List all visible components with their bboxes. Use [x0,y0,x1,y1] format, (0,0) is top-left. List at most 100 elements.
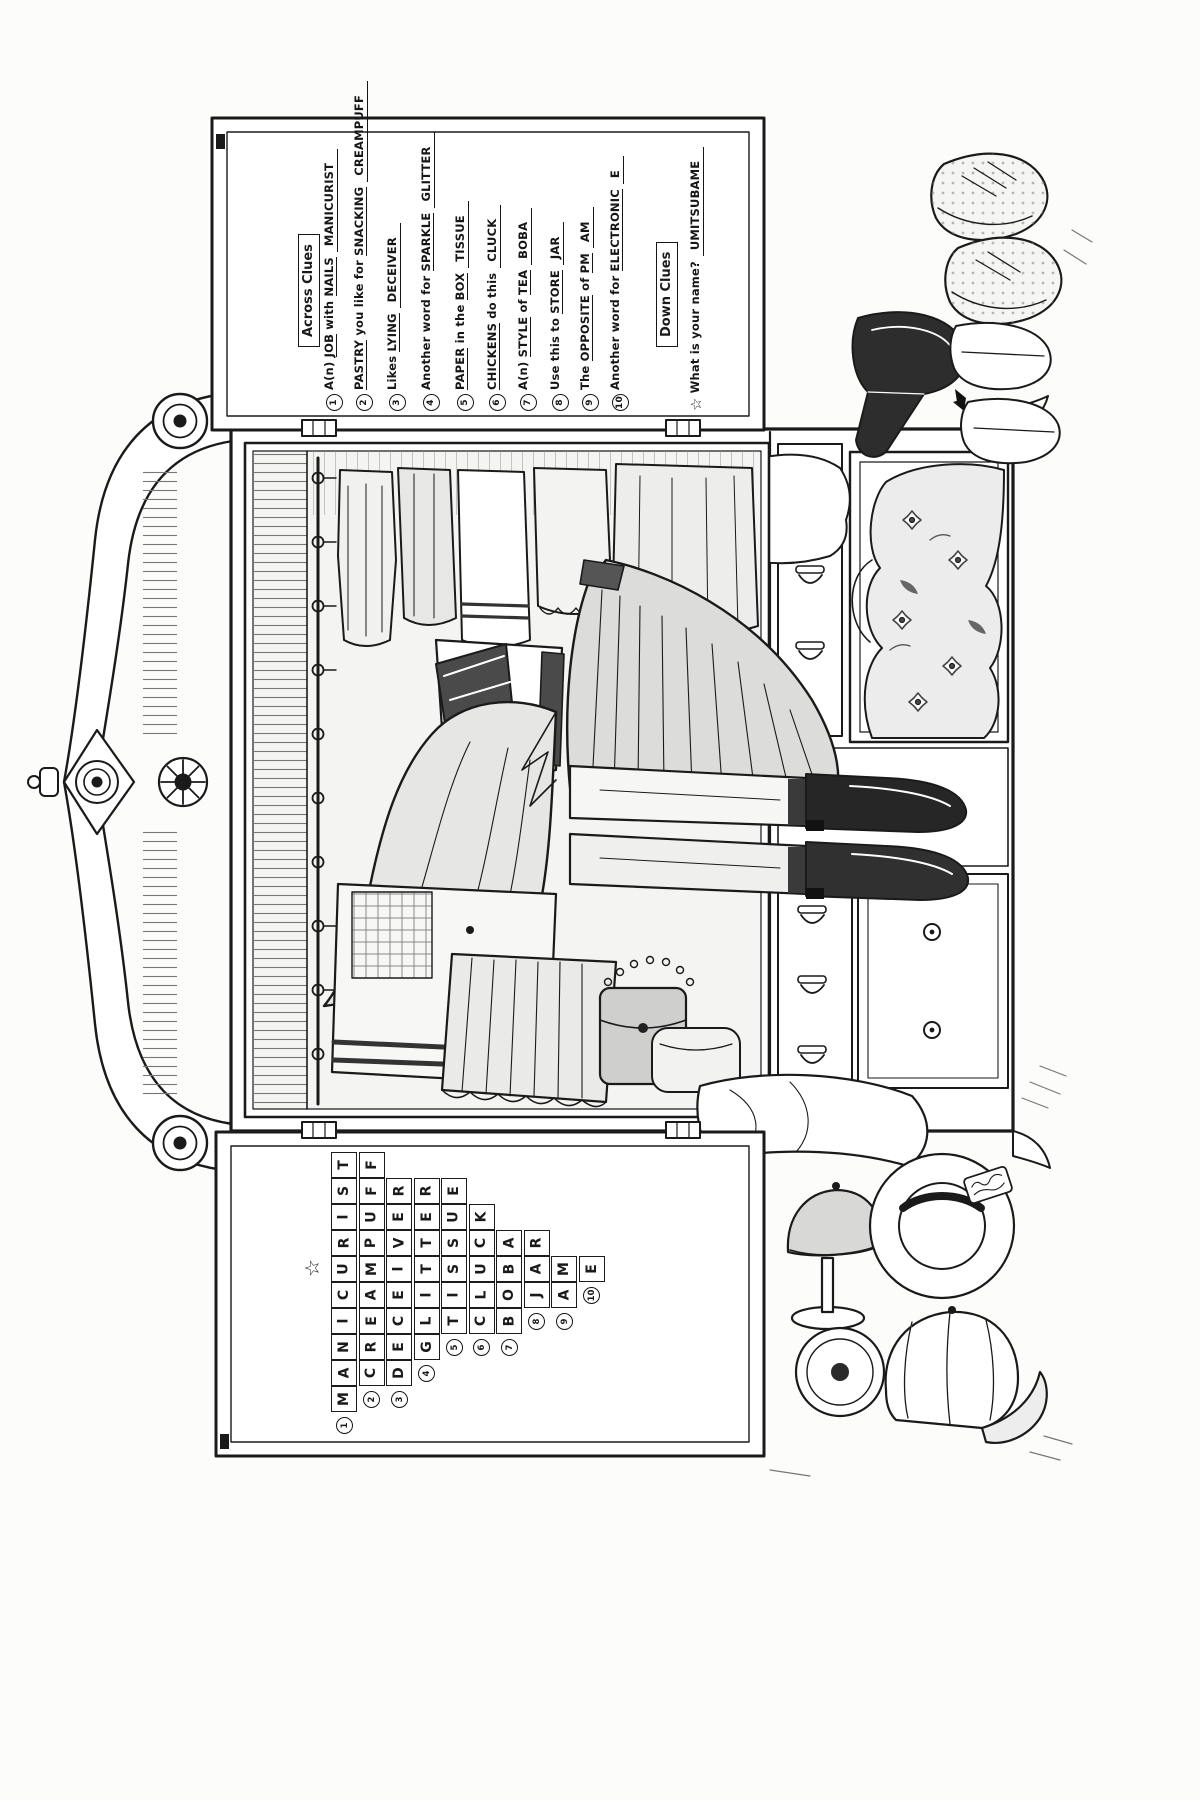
crossword-letter: I [336,1214,352,1220]
crossword-cell: I [331,1308,357,1334]
crossword-cell: C [386,1308,412,1334]
clue-number-badge: 4 [423,394,440,411]
crossword-cell: A [551,1282,577,1308]
crossword-letter: E [418,1212,435,1222]
clue-text: in the [453,300,467,348]
gown [566,558,840,790]
crossword-cell: V [386,1230,412,1256]
crossword-letter: M [556,1262,572,1276]
flower-medallion [157,756,209,808]
crossword-word-number: 6 [473,1339,490,1356]
crossword-letter: S [446,1263,462,1275]
across-clue: 2PASTRY you like for SNACKINGCREAMPUFF [352,80,373,411]
crossword-letter: I [391,1266,407,1272]
crossword-letter: C [363,1367,380,1379]
crossword-cell: U [468,1256,495,1282]
crossword-word-number: 3 [390,1391,408,1408]
crossword-cell: E [441,1178,467,1204]
crossword-cell: S [441,1256,467,1282]
across-clue: 8Use this to STOREJAR [548,222,569,411]
clue-text: Use this to [548,313,562,390]
clue-text: SPARKLE [419,212,434,272]
crossword-cell: A [523,1256,550,1282]
clue-number-badge: 1 [326,394,343,411]
clue-number-badge: 9 [582,394,599,411]
crossword-cell: A [331,1360,357,1386]
clue-text: of [516,295,530,317]
crossword-letter: R [418,1185,435,1197]
crossword-letter: T [418,1264,435,1274]
clue-text: PM [578,253,593,274]
sneakers [930,152,1063,326]
crossword-letter: G [418,1341,435,1353]
crossword-cell: T [441,1308,467,1334]
crossword-cell: D [386,1360,412,1386]
clue-text: A(n) [322,357,336,390]
clue-text: STORE [548,270,563,314]
crossword-cell: E [578,1256,605,1282]
hat-tag [963,1165,1013,1205]
clue-answer: AM [578,207,594,249]
clues-panel: Across Clues Down Clues 1A(n) JOB with N… [210,80,766,433]
clue-number-badge: 8 [552,394,569,411]
clue-number-badge: 10 [612,394,629,411]
clue-number-badge: 5 [457,394,474,411]
hinge [301,1121,701,1139]
floor-shading [769,229,1093,1477]
across-clue: 3Likes LYINGDECEIVER [385,223,406,411]
clue-text: ELECTRONIC [608,189,623,272]
crossword-cell: B [496,1256,522,1282]
crossword-cell: R [386,1178,412,1204]
crossword-letter: U [363,1211,380,1223]
crossword-word-number: 9 [555,1313,573,1330]
crossword-word-number: 7 [500,1339,518,1356]
crossword-cell: I [331,1204,357,1230]
handbag [598,955,741,1093]
crossword-word-number: 1 [335,1417,353,1434]
crossword-cell: R [331,1230,357,1256]
crossword-word-number: 2 [363,1391,380,1408]
crossword-cell: F [358,1152,385,1178]
clue-text: LYING [385,313,400,352]
crossword-letter: A [336,1367,352,1379]
crossword-letter: V [391,1237,407,1249]
across-clue: 4Another word for SPARKLEGLITTER [419,132,440,411]
crossword-cell: M [331,1386,357,1412]
crossword-cell: E [413,1204,440,1230]
clue-text: SNACKING [352,186,367,256]
clue-text: TEA [516,269,531,296]
crossword-cell: M [551,1256,577,1282]
crossword-cell: B [496,1308,522,1334]
crossword-star-marker: ☆ [299,1259,324,1277]
crossword-cell: O [496,1282,522,1308]
crossword-letter: E [583,1264,600,1274]
crossword-word-number: 10 [583,1287,600,1304]
crossword-letter: F [363,1160,380,1170]
across-clue: 6CHICKENS do thisCLUCK [485,204,506,411]
boater-hat [868,1152,1016,1300]
crossword-cell: G [413,1334,440,1360]
crossword-letter: I [418,1292,435,1298]
clue-answer: DECEIVER [385,223,401,309]
crossword-cell: T [413,1256,440,1282]
crossword-cell: L [413,1308,440,1334]
clue-answer: E [608,156,624,185]
clue-text: OPPOSITE [578,295,593,362]
crossword-cell: I [413,1282,440,1308]
crossword-word-number: 8 [528,1313,545,1330]
crossword-letter: I [446,1292,462,1298]
crossword-cell: U [331,1256,357,1282]
crossword-cell: U [441,1204,467,1230]
across-clue: 7A(n) STYLE of TEABOBA [516,207,537,411]
crossword-letter: P [363,1237,380,1249]
clue-text: Another word for [419,271,433,390]
crossword-cell: R [413,1178,440,1204]
clue-answer: BOBA [516,207,532,265]
crossword-cell: J [523,1282,550,1308]
crossword-letter: R [391,1185,407,1197]
crossword-cell: E [386,1282,412,1308]
crossword-letter: E [390,1212,407,1222]
crossword-letter: N [336,1341,352,1353]
crossword-letter: A [528,1263,545,1275]
